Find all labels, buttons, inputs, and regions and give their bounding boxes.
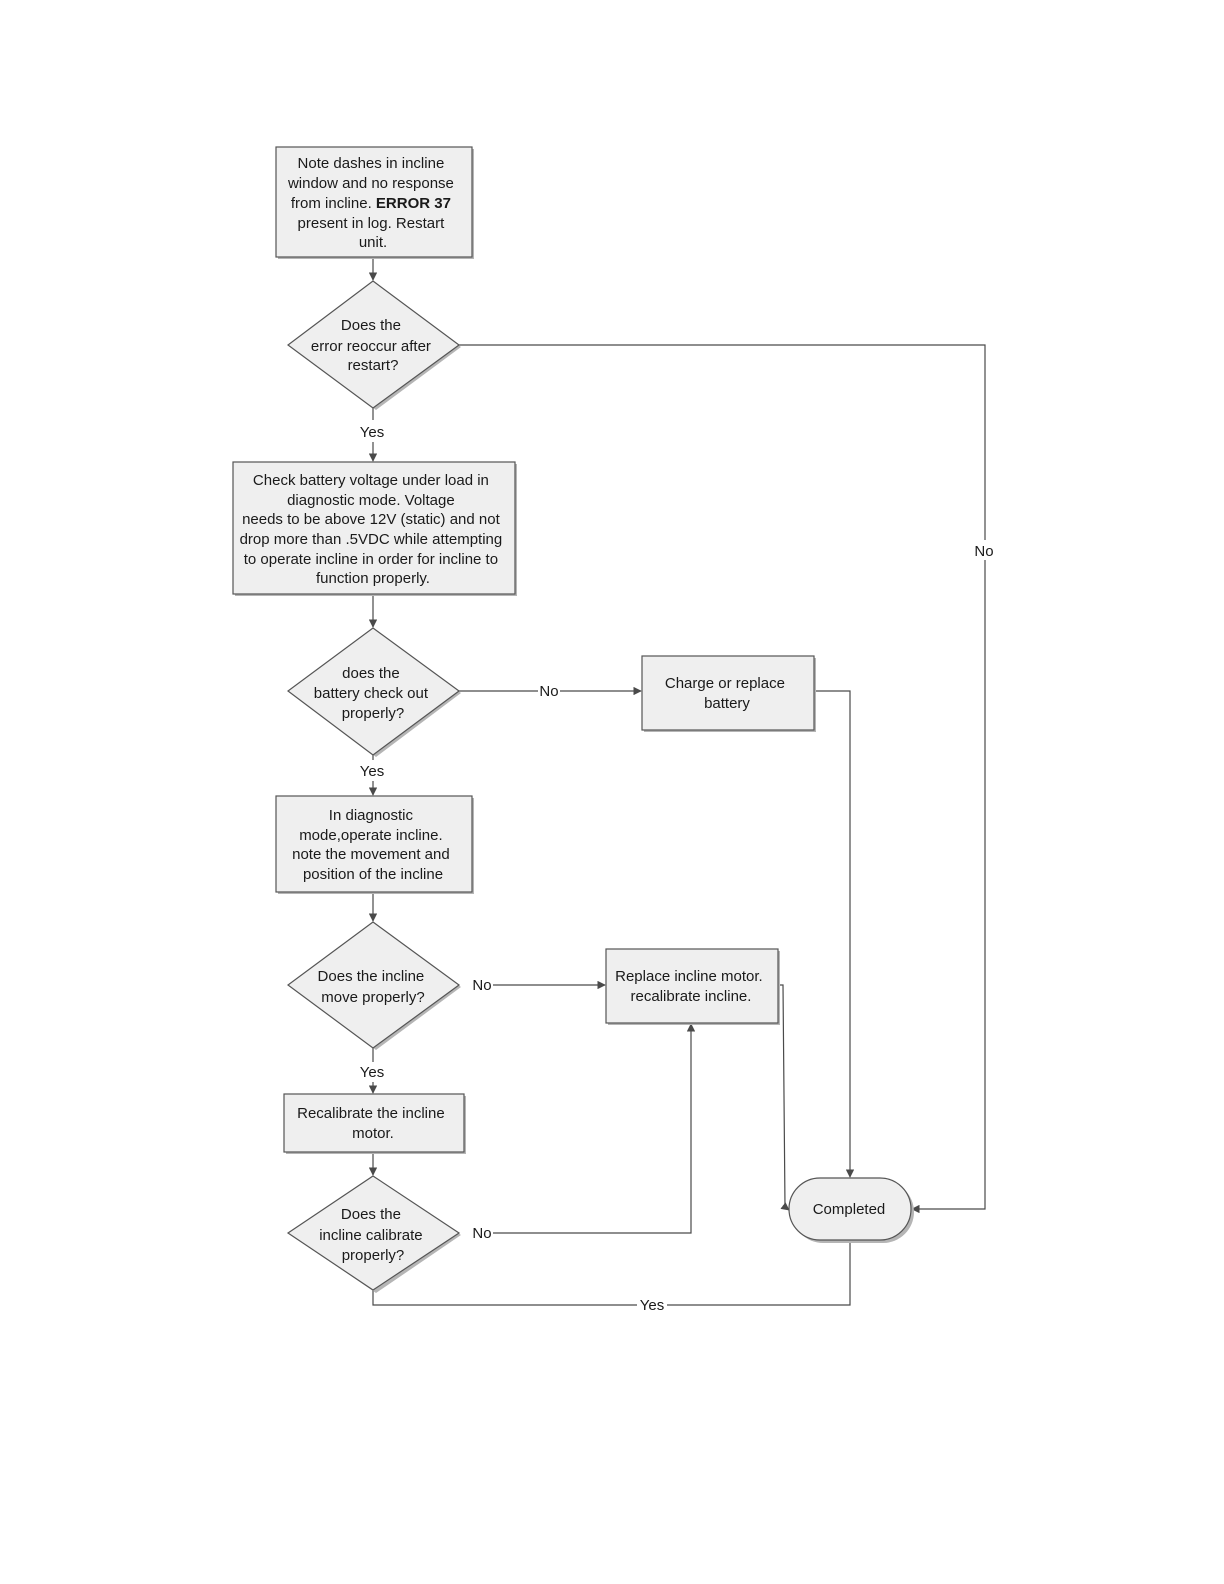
decision-calibrate: Does the incline calibrate properly? [286, 1175, 461, 1293]
q-move-line-1: Does the incline [318, 968, 425, 985]
decision-move: Does the incline move properly? [286, 921, 461, 1050]
start-line-3-text: from incline. [291, 195, 376, 212]
start-line-1: Note dashes in incline [298, 155, 445, 172]
edge-q-reoccur-no [459, 344, 986, 540]
check-battery-line-4: drop more than .5VDC while attempting [240, 531, 503, 548]
svg-text:Check battery voltage under lo: Check battery voltage under load in diag… [240, 472, 507, 587]
edge-q-calibrate-yes-left [372, 1290, 637, 1306]
node-completed: Completed [788, 1177, 914, 1243]
svg-text:does the battery check o: does the battery check out properly? [314, 665, 432, 722]
label-no-reoccur: No [974, 543, 993, 560]
edge-q-reoccur-no-lower [911, 560, 986, 1214]
q-battery-line-3: properly? [342, 705, 405, 722]
edge-q-calibrate-no [493, 1023, 696, 1234]
svg-text:Recalibrate the incline: Recalibrate the incline motor. [297, 1105, 449, 1142]
svg-text:Charge or replace batter: Charge or replace battery [665, 675, 789, 712]
decision-reoccur: Does the error reoccur after restart? [286, 280, 461, 410]
edge-charge-to-completed [814, 690, 855, 1178]
decision-battery: does the battery check out properly? [286, 627, 461, 757]
label-yes-battery: Yes [360, 763, 384, 780]
diag-operate-line-1: In diagnostic [329, 807, 414, 824]
label-yes-reoccur: Yes [360, 424, 384, 441]
replace-motor-line-1: Replace incline motor. [615, 968, 763, 985]
label-no-calibrate: No [472, 1225, 491, 1242]
diag-operate-line-4: position of the incline [303, 866, 443, 883]
edge-labels: Yes No No Yes No Yes No Yes [360, 424, 994, 1314]
diag-operate-line-2: mode,operate incline. [299, 827, 442, 844]
error-code: ERROR 37 [376, 195, 451, 212]
diag-operate-line-3: note the movement and [292, 846, 450, 863]
q-calibrate-line-1: Does the [341, 1206, 401, 1223]
q-reoccur-line-2: error reoccur after [311, 338, 431, 355]
q-reoccur-line-1: Does the [341, 317, 401, 334]
svg-text:Does the error reoccur a: Does the error reoccur after restart? [311, 317, 435, 374]
svg-text:In diagnostic mode,opera: In diagnostic mode,operate incline. note… [292, 807, 454, 883]
charge-battery-line-1: Charge or replace [665, 675, 785, 692]
check-battery-line-6: function properly. [316, 570, 430, 587]
start-line-4: present in log. Restart [298, 215, 446, 232]
charge-battery-line-2: battery [704, 695, 750, 712]
label-yes-calibrate: Yes [640, 1297, 664, 1314]
label-yes-move: Yes [360, 1064, 384, 1081]
start-line-2: window and no response [287, 175, 454, 192]
q-battery-line-1: does the [342, 665, 400, 682]
connectors [368, 257, 986, 1306]
edge-q-calibrate-yes-right [667, 1240, 851, 1306]
svg-text:Note dashes in incline w: Note dashes in incline window and no res… [287, 155, 458, 251]
recalibrate-line-2: motor. [352, 1125, 394, 1142]
node-charge-battery: Charge or replace battery [641, 655, 816, 732]
q-calibrate-line-2: incline calibrate [319, 1227, 422, 1244]
completed-label: Completed [813, 1201, 886, 1218]
q-reoccur-line-3: restart? [348, 357, 399, 374]
check-battery-line-3: needs to be above 12V (static) and not [242, 511, 501, 528]
node-start: Note dashes in incline window and no res… [275, 146, 474, 259]
check-battery-line-2: diagnostic mode. Voltage [287, 492, 455, 509]
node-diag-operate: In diagnostic mode,operate incline. note… [275, 795, 474, 894]
node-check-battery: Check battery voltage under load in diag… [232, 461, 517, 596]
node-recalibrate: Recalibrate the incline motor. [283, 1093, 466, 1154]
check-battery-line-1: Check battery voltage under load in [253, 472, 489, 489]
q-move-line-2: move properly? [321, 989, 424, 1006]
svg-text:Does the incline calibra: Does the incline calibrate properly? [319, 1206, 427, 1264]
replace-motor-line-2: recalibrate incline. [631, 988, 752, 1005]
svg-text:Replace incline motor. r: Replace incline motor. recalibrate incli… [615, 968, 767, 1005]
q-battery-line-2: battery check out [314, 685, 429, 702]
q-calibrate-line-3: properly? [342, 1247, 405, 1264]
svg-text:Does the incline move pr: Does the incline move properly? [318, 968, 429, 1006]
node-replace-motor: Replace incline motor. recalibrate incli… [605, 948, 780, 1025]
recalibrate-line-1: Recalibrate the incline [297, 1105, 445, 1122]
start-line-5: unit. [359, 234, 387, 251]
check-battery-line-5: to operate incline in order for incline … [244, 551, 498, 568]
label-no-move: No [472, 977, 491, 994]
label-no-battery: No [539, 683, 558, 700]
start-line-3: from incline. ERROR 37 [291, 195, 451, 212]
